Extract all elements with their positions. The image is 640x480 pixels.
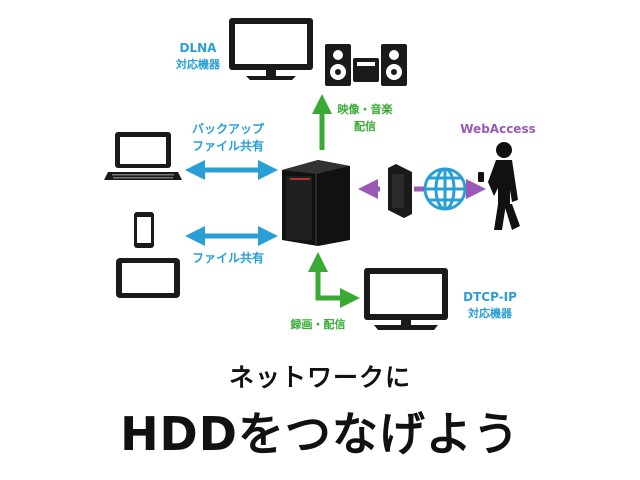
stereo-icon — [325, 44, 407, 86]
monitor-icon — [364, 268, 448, 330]
dtcp-sub-label: 対応機器 — [467, 306, 513, 320]
backup-sub-label: ファイル共有 — [192, 138, 264, 153]
router-icon — [388, 164, 412, 218]
monitor-icon — [229, 18, 313, 80]
dtcp-label: DTCP-IP — [463, 290, 517, 304]
media-label: 映像・音楽 — [338, 102, 394, 116]
dlna-label: DLNA — [180, 41, 218, 55]
page-title: HDDをつなげよう — [120, 407, 520, 461]
arrow-record — [308, 252, 360, 308]
globe-icon — [423, 167, 467, 211]
media-sub-label: 配信 — [354, 119, 376, 133]
smartphone-icon — [134, 212, 154, 248]
person-icon — [478, 142, 520, 230]
backup-label: バックアップ — [192, 121, 265, 136]
subtitle: ネットワークに — [228, 363, 411, 392]
tablet-icon — [116, 258, 180, 298]
record-label: 録画・配信 — [291, 317, 346, 331]
dlna-sub-label: 対応機器 — [175, 57, 221, 71]
laptop-icon — [104, 132, 182, 180]
nas-icon — [282, 160, 350, 246]
file-share-label: ファイル共有 — [192, 250, 264, 265]
webaccess-label: WebAccess — [460, 122, 535, 136]
